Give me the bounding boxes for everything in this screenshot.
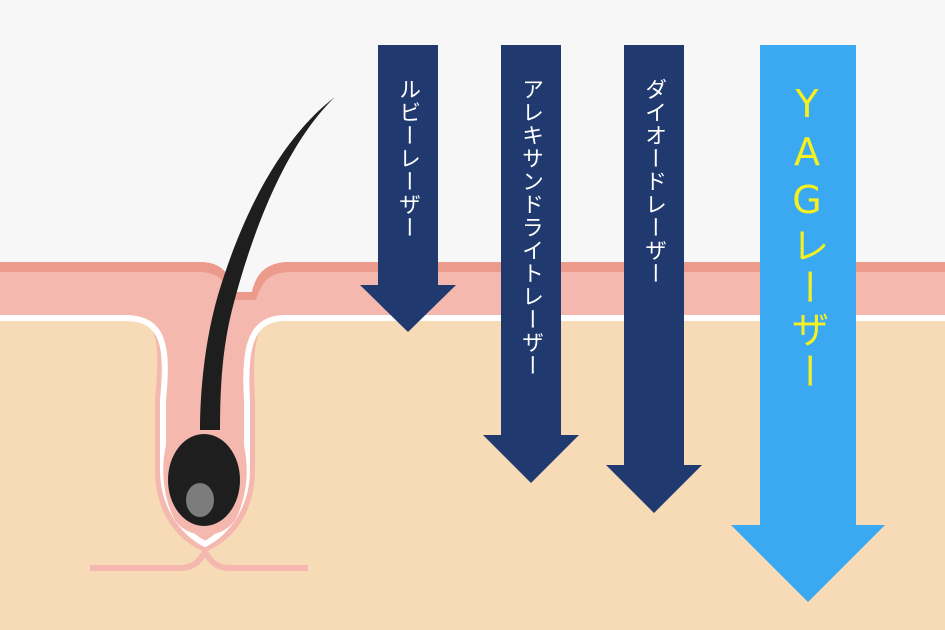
yag-laser-label: YAGレーザー bbox=[785, 82, 829, 394]
diode-laser-arrow bbox=[606, 45, 702, 513]
hair-bulb bbox=[168, 434, 240, 526]
ruby-laser-arrow bbox=[360, 45, 456, 332]
hair-shaft bbox=[200, 97, 335, 430]
basement-line bbox=[0, 315, 945, 548]
ruby-laser-label: ルビーレーザー bbox=[395, 78, 420, 239]
epidermis-edge bbox=[0, 262, 945, 300]
dermal-papilla bbox=[186, 483, 214, 517]
alexandrite-laser-arrow bbox=[483, 45, 579, 483]
yag-laser-arrow bbox=[731, 45, 885, 602]
alexandrite-laser-label: アレキサンドライトレーザー bbox=[518, 78, 543, 377]
follicle-base-line bbox=[90, 546, 308, 571]
diode-laser-label: ダイオードレーザー bbox=[641, 78, 666, 285]
